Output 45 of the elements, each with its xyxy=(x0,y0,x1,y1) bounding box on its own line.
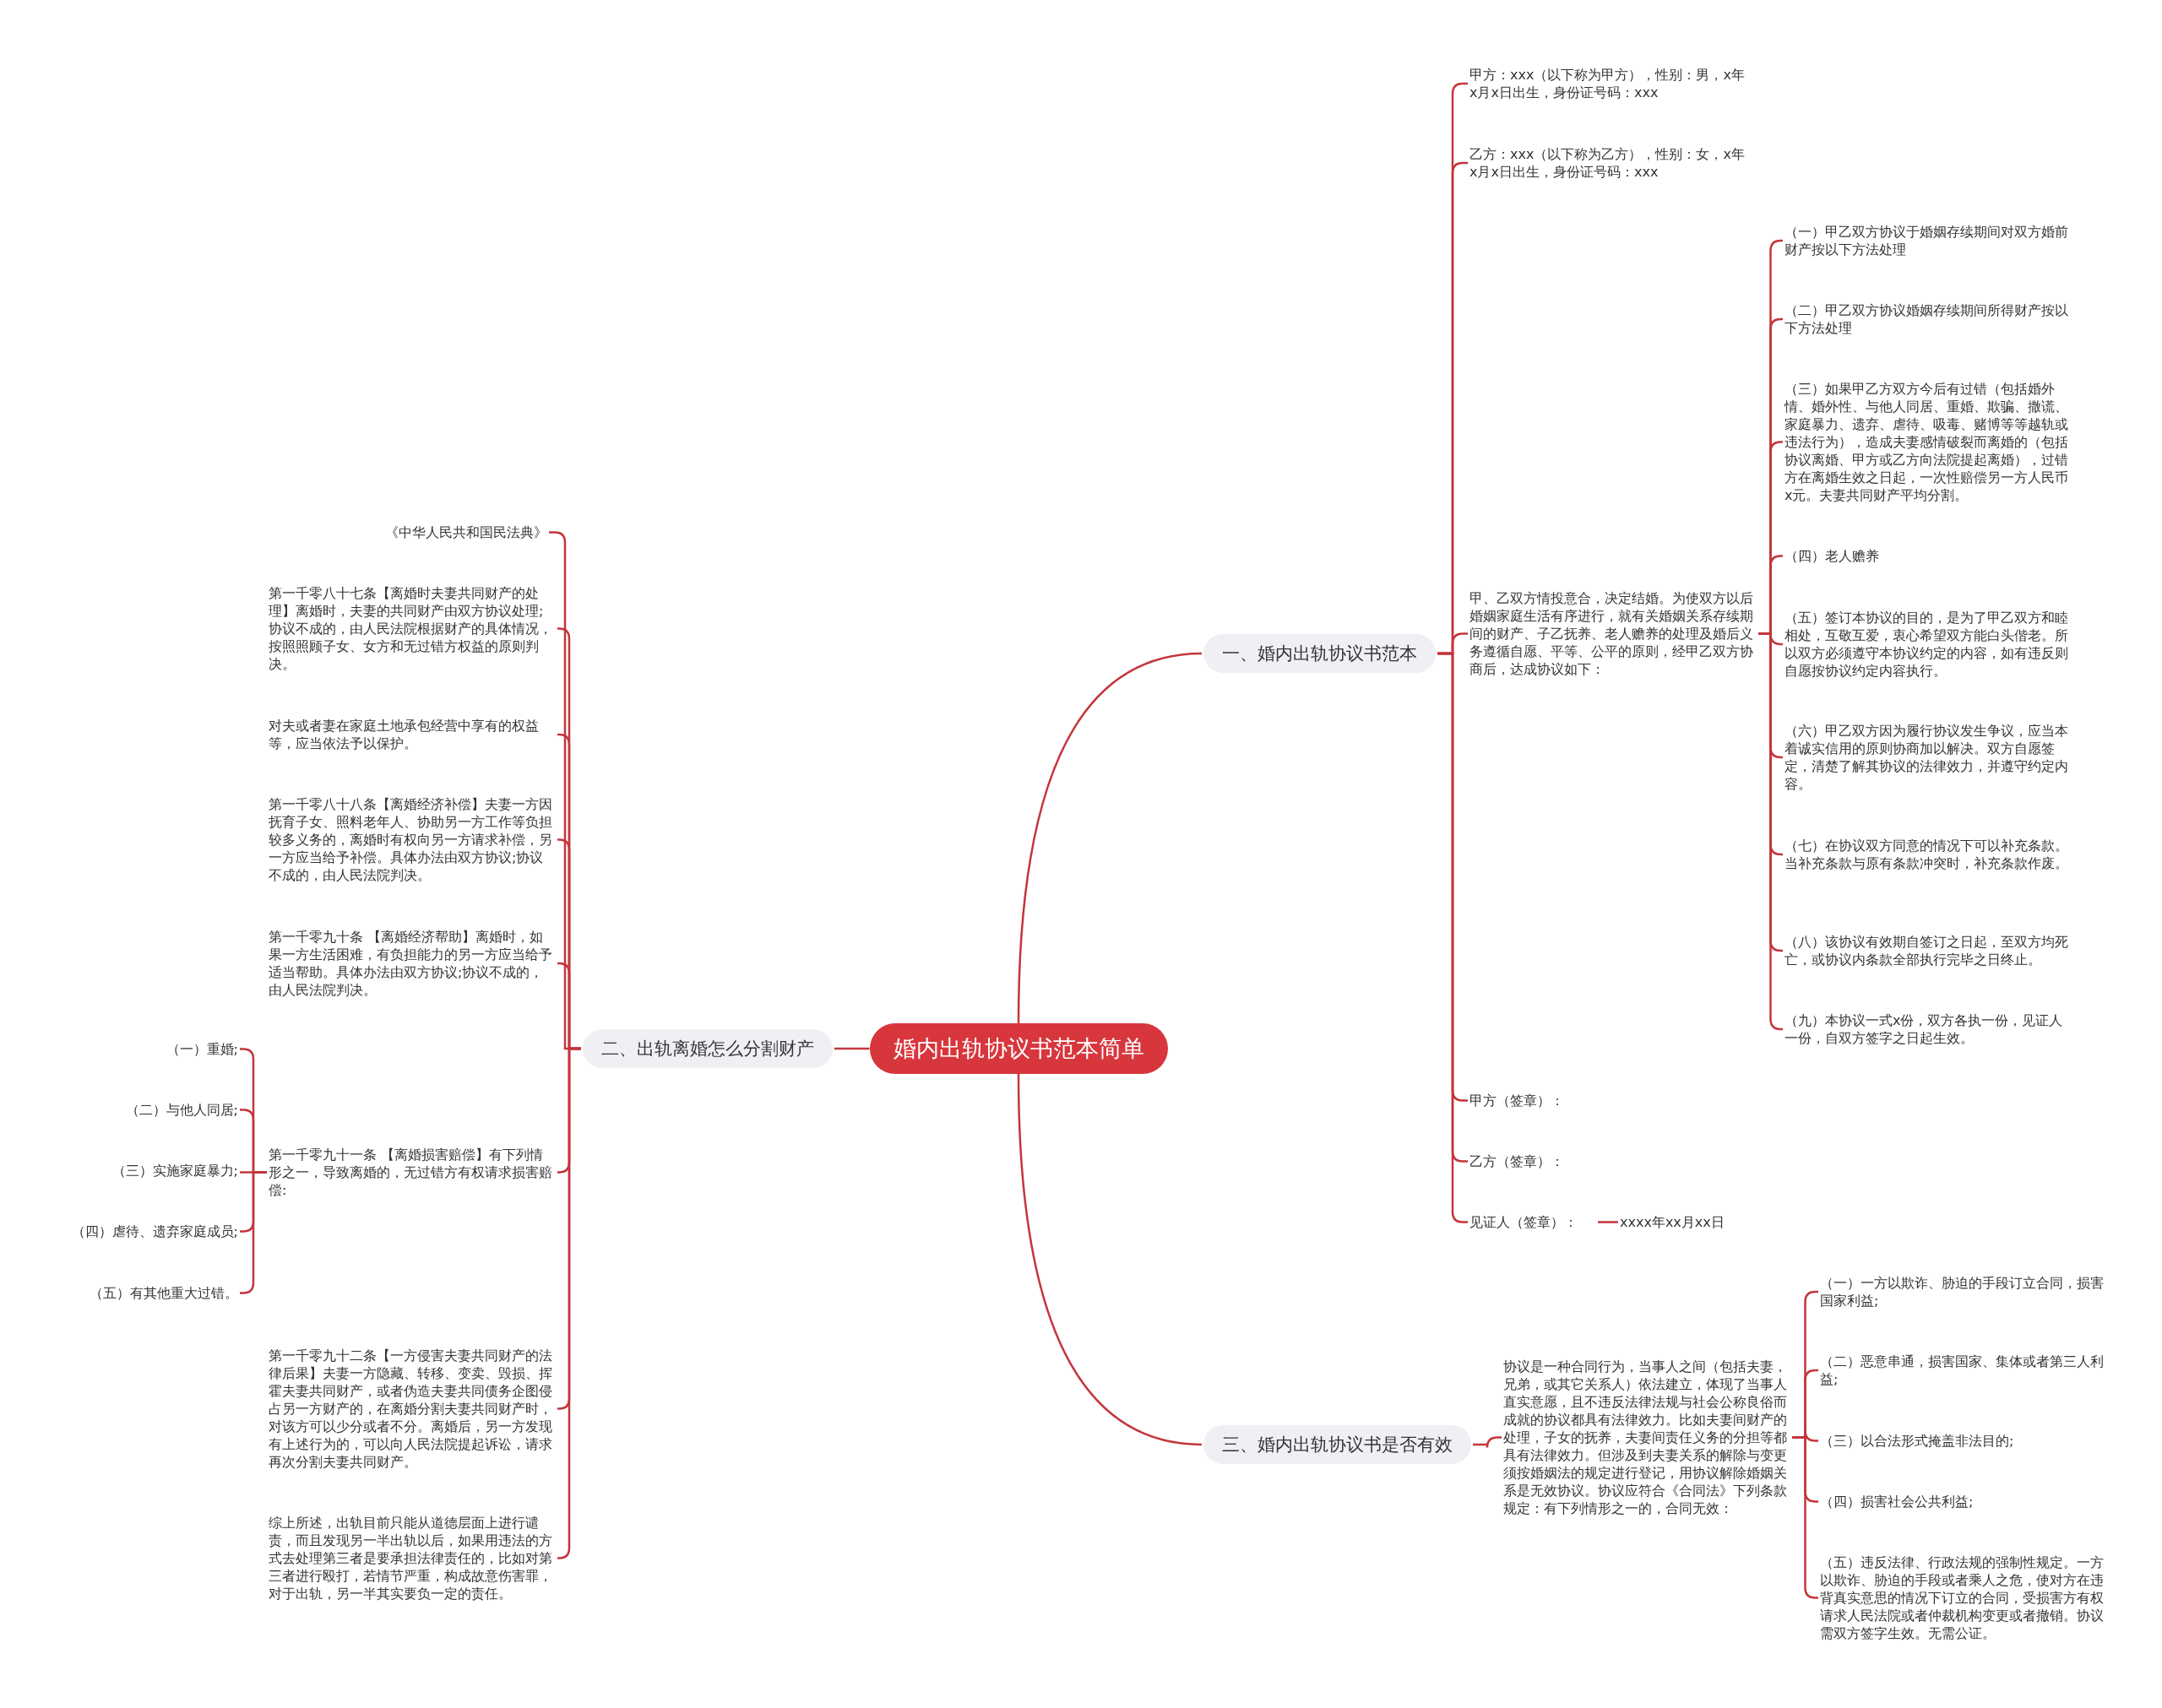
leaf-text: 综上所述，出轨目前只能从道德层面上进行谴责，而且发现另一半出轨以后，如果用违法的方式去处理第三者是要承担法律责任的，比如对第三者进行殴打，若情节严重，构成故意伤害罪，对于出轨，另一半其实要负一定的责任。 xyxy=(269,1514,556,1602)
leaf-text: 第一千零九十二条【一方侵害夫妻共同财产的法律后果】夫妻一方隐藏、转移、变卖、毁损、挥霍夫妻共同财产，或者伪造夫妻共同债务企图侵占另一方财产的，在离婚分割夫妻共同财产时，对该方可以少分或者不分。离婚后，另一方发现有上述行为的，可以向人民法院提起诉讼，请求再次分割夫妻共同财产。 xyxy=(269,1347,556,1471)
leaf-text: （六）甲乙双方因为履行协议发生争议，应当本着诚实信用的原则协商加以解决。双方自愿签定，清楚了解其协议的法律效力，并遵守约定内容。 xyxy=(1784,722,2072,793)
leaf-text: （八）该协议有效期自签订之日起，至双方均死亡，或协议内条款全部执行完毕之日终止。 xyxy=(1784,933,2072,968)
connector-line xyxy=(1473,1436,1502,1449)
leaf-text: 甲方：xxx（以下称为甲方），性别：男，x年x月x日出生，身份证号码：xxx xyxy=(1469,66,1748,101)
leaf-text: 第一千零九十条 【离婚经济帮助】离婚时，如果一方生活困难，有负担能力的另一方应当给予适当帮助。具体办法由双方协议;协议不成的，由人民法院判决。 xyxy=(269,928,556,999)
leaf-text: 乙方（签章）： xyxy=(1469,1152,1638,1170)
leaf-text: （二）甲乙双方协议婚姻存续期间所得财产按以下方法处理 xyxy=(1784,301,2072,337)
leaf-text: （四）虐待、遗弃家庭成员; xyxy=(35,1223,238,1240)
leaf-text: （七）在协议双方同意的情况下可以补充条款。当补充条款与原有条款冲突时，补充条款作废。 xyxy=(1784,837,2072,872)
leaf-text: （一）一方以欺诈、胁迫的手段订立合同，损害国家利益; xyxy=(1820,1274,2111,1309)
leaf-text: （三）以合法形式掩盖非法目的; xyxy=(1820,1432,2111,1450)
connector-line xyxy=(834,1047,870,1050)
leaf-text: （九）本协议一式x份，双方各执一份，见证人一份，自双方签字之日起生效。 xyxy=(1784,1011,2072,1047)
leaf-text: 《中华人民共和国民法典》 xyxy=(328,523,547,541)
connector-line xyxy=(1017,652,1203,1024)
leaf-text: （三）如果甲乙方双方今后有过错（包括婚外情、婚外性、与他人同居、重婚、欺骗、撒谎、家庭暴力、遗弃、虐待、吸毒、赌博等等越轨或违法行为），造成夫妻感情破裂而离婚的（包括协议离婚、甲方或乙方向法院提起离婚），过错方在离婚生效之日起，一次性赔偿另一方人民币x元。夫妻共同财产平均分割。 xyxy=(1784,380,2072,504)
leaf-text: （四）损害社会公共利益; xyxy=(1820,1493,2111,1510)
leaf-text: （三）实施家庭暴力; xyxy=(35,1162,238,1179)
leaf-text: （五）违反法律、行政法规的强制性规定。一方以欺诈、胁迫的手段或者乘人之危，使对方在违背真实意思的情况下订立的合同，受损害方有权请求人民法院或者仲裁机构变更或者撤销。协议需双方签字生效。无需公证。 xyxy=(1820,1553,2111,1642)
leaf-text: （一）甲乙双方协议于婚姻存续期间对双方婚前财产按以下方法处理 xyxy=(1784,223,2072,258)
leaf-text: 甲方（签章）： xyxy=(1469,1092,1638,1109)
branch-topic: 二、出轨离婚怎么分割财产 xyxy=(583,1029,833,1068)
leaf-text: （二）恶意串通，损害国家、集体或者第三人利益; xyxy=(1820,1353,2111,1388)
leaf-text: （二）与他人同居; xyxy=(35,1101,238,1119)
leaf-text: （一）重婚; xyxy=(35,1040,238,1058)
connector-line xyxy=(557,1047,581,1559)
leaf-text: （四）老人赡养 xyxy=(1784,547,2072,565)
branch-topic: 三、婚内出轨协议书是否有效 xyxy=(1203,1425,1471,1464)
branch-topic: 一、婚内出轨协议书范本 xyxy=(1203,634,1436,673)
leaf-text: 甲、乙双方情投意合，决定结婚。为使双方以后婚姻家庭生活有序进行，就有关婚姻关系存续期间的财产、子乙抚养、老人赡养的处理及婚后义务遵循自愿、平等、公平的原则，经甲乙双方协商后，达成协议如下： xyxy=(1469,589,1757,678)
connector-line xyxy=(1017,1073,1203,1446)
leaf-text: 乙方：xxx（以下称为乙方），性别：女，x年x月x日出生，身份证号码：xxx xyxy=(1469,145,1748,181)
leaf-text: 对夫或者妻在家庭土地承包经营中享有的权益等，应当依法予以保护。 xyxy=(269,717,556,752)
central-topic: 婚内出轨协议书范本简单 xyxy=(869,1023,1168,1074)
leaf-text: （五）签订本协议的目的，是为了甲乙双方和睦相处，互敬互爱，衷心希望双方能白头偕老。所以双方必须遵守本协议约定的内容，如有违反则自愿按协议约定内容执行。 xyxy=(1784,609,2072,680)
connector-line xyxy=(1598,1221,1618,1223)
leaf-text: 第一千零八十七条【离婚时夫妻共同财产的处理】离婚时，夫妻的共同财产由双方协议处理;协议不成的，由人民法院根据财产的具体情况，按照照顾子女、女方和无过错方权益的原则判决。 xyxy=(269,584,556,673)
leaf-text: 第一千零九十一条 【离婚损害赔偿】有下列情形之一，导致离婚的，无过错方有权请求损害赔偿: xyxy=(269,1146,556,1199)
leaf-text: 见证人（签章）： xyxy=(1469,1213,1596,1231)
leaf-text: 第一千零八十八条【离婚经济补偿】夫妻一方因抚育子女、照料老年人、协助另一方工作等负担较多义务的，离婚时有权向另一方请求补偿，另一方应当给予补偿。具体办法由双方协议;协议不成的，由人民法院判决。 xyxy=(269,795,556,884)
leaf-text: （五）有其他重大过错。 xyxy=(35,1284,238,1302)
leaf-text: xxxx年xx月xx日 xyxy=(1620,1213,1789,1231)
leaf-text: 协议是一种合同行为，当事人之间（包括夫妻，兄弟，或其它关系人）依法建立，体现了当事人直实意愿，且不违反法律法规与社会公称良俗而成就的协议都具有法律效力。比如夫妻间财产的处理，子女的抚养，夫妻间责任义务的分担等都具有法律效力。但涉及到夫妻关系的解除与变更须按婚姻法的规定进行登记，用协议解除婚姻关系是无效协议。协议应符合《合同法》下列条款规定：有下列情形之一的，合同无效： xyxy=(1503,1358,1790,1517)
